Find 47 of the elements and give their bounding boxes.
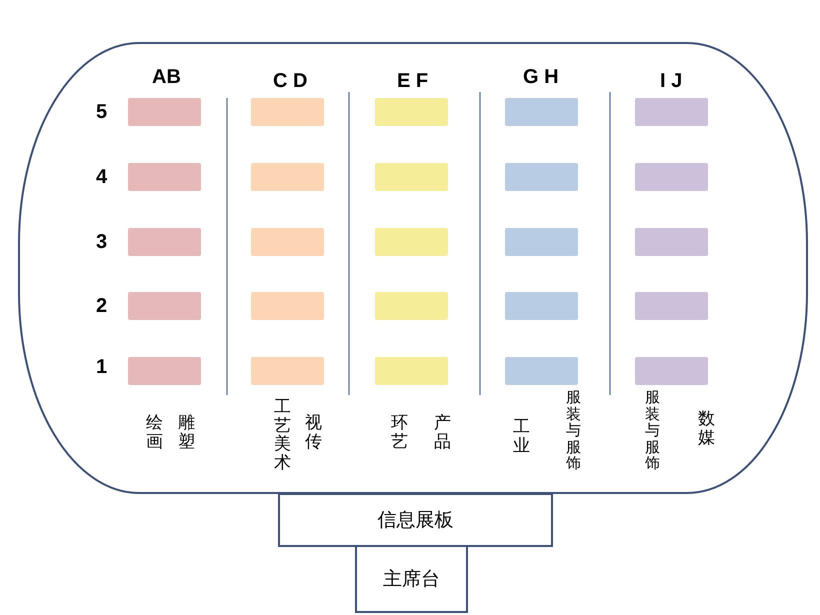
booth-bar <box>128 228 201 256</box>
booth-bar <box>635 357 708 385</box>
booth-bar <box>505 228 578 256</box>
booth-bar <box>505 357 578 385</box>
booth-bar <box>375 228 448 256</box>
booth-bar <box>505 292 578 320</box>
booth-bar <box>128 163 201 191</box>
booth-bar <box>251 357 324 385</box>
booth-bar <box>635 98 708 126</box>
booth-bar <box>375 98 448 126</box>
booth-bar <box>635 228 708 256</box>
major-name: 绘画 <box>146 414 163 452</box>
major-name: 视传 <box>305 414 322 452</box>
major-name: 环艺 <box>391 414 408 452</box>
column-heading: C D <box>273 70 308 93</box>
booth-bar <box>128 357 201 385</box>
major-name: 工艺美术 <box>274 398 291 473</box>
major-name: 服装与服饰 <box>645 389 660 472</box>
row-number: 5 <box>96 101 108 124</box>
booth-bar <box>375 357 448 385</box>
booth-bar <box>251 228 324 256</box>
column-heading: G H <box>523 66 559 89</box>
booth-bar <box>251 163 324 191</box>
booth-bar <box>128 292 201 320</box>
stage-box: 主席台 <box>355 545 468 613</box>
major-name: 工业 <box>513 418 530 456</box>
column-heading: AB <box>152 66 181 89</box>
booth-bar <box>505 163 578 191</box>
row-number: 3 <box>96 231 108 254</box>
stage-box: 信息展板 <box>278 493 553 547</box>
row-number: 1 <box>96 356 108 379</box>
row-number: 4 <box>96 166 108 189</box>
booth-bar <box>635 292 708 320</box>
major-name: 服装与服饰 <box>566 389 581 472</box>
major-name: 雕塑 <box>178 414 195 452</box>
major-name: 数媒 <box>698 410 715 448</box>
booth-bar <box>251 292 324 320</box>
booth-bar <box>635 163 708 191</box>
booth-bar <box>251 98 324 126</box>
column-heading: E F <box>397 70 428 93</box>
booth-bar <box>375 292 448 320</box>
column-heading: I J <box>660 70 682 93</box>
booth-bar <box>375 163 448 191</box>
booth-bar <box>128 98 201 126</box>
major-name: 产品 <box>434 414 451 452</box>
booth-bar <box>505 98 578 126</box>
row-number: 2 <box>96 295 108 318</box>
